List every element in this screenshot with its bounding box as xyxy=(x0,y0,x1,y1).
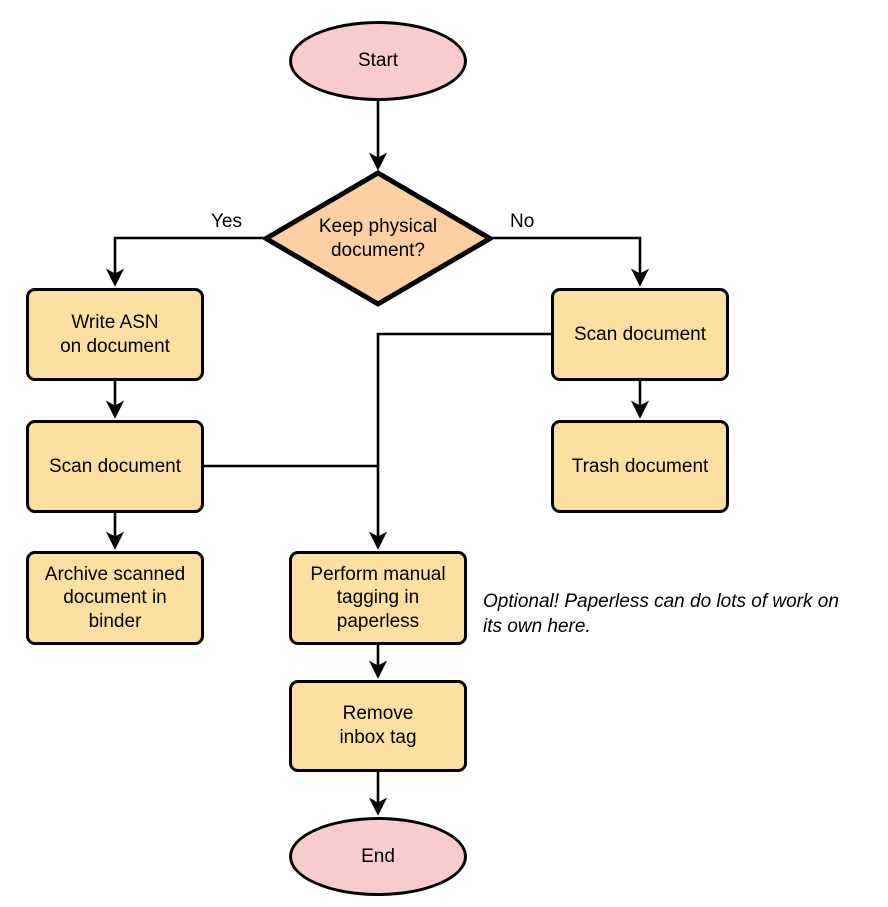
node-write-asn-on-document[interactable]: Write ASN on document xyxy=(26,288,204,381)
node-archive-scanned-document[interactable]: Archive scanned document in binder xyxy=(26,551,204,645)
annotation-optional-note: Optional! Paperless can do lots of work … xyxy=(483,591,839,638)
node-trash-document[interactable]: Trash document xyxy=(551,420,729,513)
node-tagging-label: Perform manual tagging in paperless xyxy=(310,563,446,632)
node-start-label: Start xyxy=(357,50,399,72)
edge-decision-yes-to-write-asn xyxy=(105,236,265,287)
node-scan-document-right-label: Scan document xyxy=(573,323,707,345)
node-remove-inbox-label: Remove inbox tag xyxy=(339,703,417,748)
node-scan-document-right[interactable]: Scan document xyxy=(551,288,729,381)
node-decision-label: Keep physical document? xyxy=(318,215,438,261)
node-decision-keep-physical-document[interactable]: Keep physical document? xyxy=(263,170,493,307)
edge-label-yes: Yes xyxy=(211,211,242,232)
edge-decision-no-to-scan-right xyxy=(490,236,650,287)
node-end[interactable]: End xyxy=(289,817,467,896)
node-archive-label: Archive scanned document in binder xyxy=(44,563,186,632)
node-write-asn-label: Write ASN on document xyxy=(60,311,170,357)
node-scan-document-left[interactable]: Scan document xyxy=(26,420,204,513)
node-end-label: End xyxy=(361,845,395,867)
node-scan-document-left-label: Scan document xyxy=(48,455,182,477)
node-perform-manual-tagging[interactable]: Perform manual tagging in paperless xyxy=(289,551,467,645)
edge-scan-right-to-tagging xyxy=(368,332,551,550)
node-trash-document-label: Trash document xyxy=(571,455,709,477)
node-start[interactable]: Start xyxy=(289,21,467,101)
diamond-shape xyxy=(263,170,493,307)
edge-label-no: No xyxy=(510,211,535,232)
node-remove-inbox-tag[interactable]: Remove inbox tag xyxy=(289,680,467,772)
